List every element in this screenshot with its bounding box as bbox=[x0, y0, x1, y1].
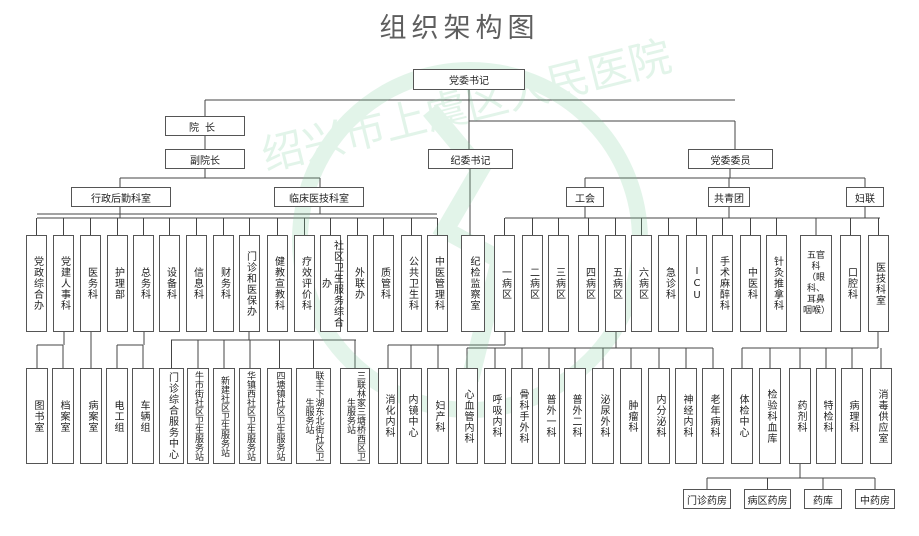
vice-dean-box: 副院长 bbox=[165, 149, 245, 169]
department-box: 总务科 bbox=[133, 235, 154, 332]
department-box: 门诊和医保办 bbox=[239, 235, 260, 332]
department-box: 党政综合办 bbox=[26, 235, 47, 332]
sub-department-box: 四塘镇社区卫生服务站 bbox=[267, 368, 292, 464]
sub-department-box: 内镜中心 bbox=[400, 368, 422, 464]
department-box: 纪检监察室 bbox=[461, 235, 485, 332]
department-box: 外联办 bbox=[347, 235, 368, 332]
clinical-office-box: 临床医技科室 bbox=[274, 187, 364, 207]
sub-department-box: 心血管内科 bbox=[456, 368, 478, 464]
department-box: 护理部 bbox=[107, 235, 128, 332]
sub-department-box: 新建社区卫生服务站 bbox=[213, 368, 235, 464]
sub-department-box: 消化内科 bbox=[378, 368, 398, 464]
pharmacy-box: 门诊药房 bbox=[683, 489, 731, 509]
sub-department-box: 特检科 bbox=[816, 368, 836, 464]
department-box: 健教宣教科 bbox=[267, 235, 288, 332]
sub-department-box: 检验科血库 bbox=[759, 368, 781, 464]
sub-department-box: 骨科手外科 bbox=[511, 368, 533, 464]
sub-department-box: 内分泌科 bbox=[648, 368, 670, 464]
department-box: 质管科 bbox=[373, 235, 394, 332]
pharmacy-box: 药库 bbox=[804, 489, 842, 509]
sub-department-box: 门诊综合服务中心 bbox=[159, 368, 184, 464]
sub-department-box: 呼吸内科 bbox=[484, 368, 506, 464]
department-box: 党建人事科 bbox=[53, 235, 74, 332]
sub-department-box: 华镇西社区卫生服务站 bbox=[239, 368, 261, 464]
department-box: 医技科室 bbox=[868, 235, 889, 332]
sub-department-box: 病案室 bbox=[80, 368, 102, 464]
department-box: 四病区 bbox=[578, 235, 599, 332]
sub-department-box: 三联林家三塘桥西区卫生服务站 bbox=[340, 368, 370, 464]
department-box: 二病区 bbox=[522, 235, 543, 332]
sub-department-box: 普外一科 bbox=[538, 368, 560, 464]
department-box: 社区卫生服务综合办 bbox=[320, 235, 343, 332]
department-box: 手术麻醉科 bbox=[712, 235, 733, 332]
department-box: 疗效评价科 bbox=[294, 235, 315, 332]
sub-department-box: 妇产科 bbox=[427, 368, 449, 464]
dean-box: 院长 bbox=[165, 116, 245, 136]
sub-department-box: 普外二科 bbox=[564, 368, 586, 464]
department-box: 公共卫生科 bbox=[401, 235, 422, 332]
sub-department-box: 药剂科 bbox=[789, 368, 811, 464]
department-box: 六病区 bbox=[631, 235, 652, 332]
department-box: 口腔科 bbox=[840, 235, 861, 332]
sub-department-box: 神经内科 bbox=[675, 368, 697, 464]
department-box: ICU bbox=[686, 235, 707, 332]
department-box: 急诊科 bbox=[658, 235, 679, 332]
women-federation-box: 妇联 bbox=[846, 187, 884, 207]
sub-department-box: 联丰下湖东北街社区卫生服务站 bbox=[296, 368, 331, 464]
admin-office-box: 行政后勤科室 bbox=[71, 187, 171, 207]
party-secretary-box: 党委书记 bbox=[413, 69, 525, 90]
department-box: 三病区 bbox=[548, 235, 569, 332]
pharmacy-box: 病区药房 bbox=[744, 489, 791, 509]
page-title: 组织架构图 bbox=[379, 13, 540, 44]
department-box: 医务科 bbox=[80, 235, 101, 332]
department-box: 一病区 bbox=[494, 235, 515, 332]
sub-department-box: 体检中心 bbox=[731, 368, 753, 464]
sub-department-box: 泌尿外科 bbox=[592, 368, 614, 464]
department-box: 五病区 bbox=[605, 235, 626, 332]
sub-department-box: 电工组 bbox=[106, 368, 128, 464]
department-box: 中医科 bbox=[740, 235, 761, 332]
sub-department-box: 病理科 bbox=[841, 368, 863, 464]
sub-department-box: 肿瘤科 bbox=[620, 368, 642, 464]
department-box: 财务科 bbox=[213, 235, 234, 332]
discipline-secretary-box: 纪委书记 bbox=[428, 149, 513, 169]
department-box: 五官科（眼科、耳鼻咽喉） bbox=[800, 235, 832, 332]
youth-league-box: 共青团 bbox=[708, 187, 750, 207]
sub-department-box: 档案室 bbox=[52, 368, 74, 464]
sub-department-box: 老年病科 bbox=[702, 368, 724, 464]
sub-department-box: 消毒供应室 bbox=[870, 368, 892, 464]
party-committee-box: 党委委员 bbox=[688, 149, 773, 169]
union-box: 工会 bbox=[566, 187, 604, 207]
department-box: 中医管理科 bbox=[427, 235, 448, 332]
sub-department-box: 车辆组 bbox=[132, 368, 154, 464]
department-box: 针灸推拿科 bbox=[766, 235, 787, 332]
sub-department-box: 图书室 bbox=[26, 368, 48, 464]
sub-department-box: 牛市街社区卫生服务站 bbox=[187, 368, 209, 464]
department-box: 信息科 bbox=[186, 235, 207, 332]
pharmacy-box: 中药房 bbox=[855, 489, 895, 509]
department-box: 设备科 bbox=[159, 235, 180, 332]
